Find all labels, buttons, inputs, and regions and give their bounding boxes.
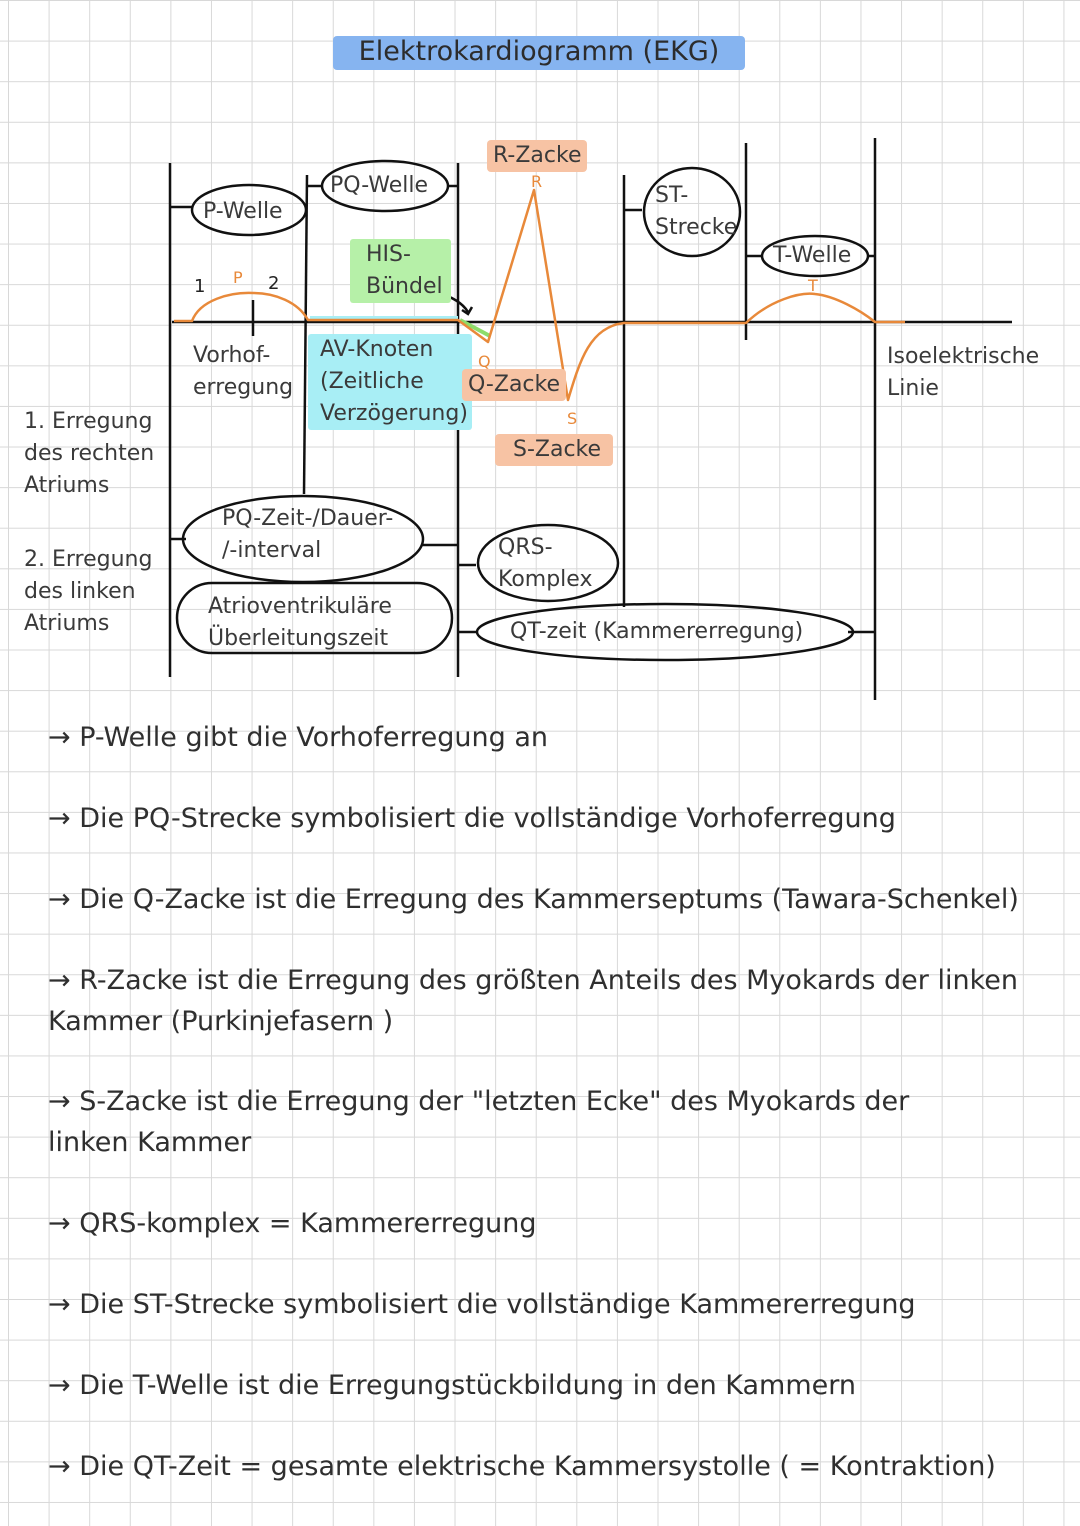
qrs-komplex-ellipse [476,523,620,603]
label-erregung-rechts: 1. Erregung des rechten Atriums [24,409,155,498]
st-strecke-ellipse [642,166,742,258]
t-welle-ellipse [760,234,870,278]
curve-mark-q: Q [478,352,491,371]
segment-lines [168,138,1012,700]
pq-welle-ellipse [320,159,450,213]
note-item: → P-Welle gibt die Vorhoferregung an [48,722,549,753]
label-t-welle: T-Welle [773,243,852,268]
q-highlight [459,318,491,338]
curve-mark-s: S [567,409,578,428]
vertical-line-p-end [302,174,309,495]
label-qrs-komplex: QRS- Komplex [498,535,593,592]
label-isoelektrische-linie: Isoelektrische Linie [887,344,1040,401]
label-av-ueberleitung: Atrioventrikuläre Überleitungszeit [208,594,392,651]
label-q-zacke: Q-Zacke [462,369,567,401]
label-pq-zeit: PQ-Zeit-/Dauer- /-interval [222,506,394,563]
label-erregung-links: 2. Erregung des linken Atriums [24,547,153,636]
note-item: → Die T-Welle ist die Erregungstückbildu… [48,1370,856,1401]
label-r-zacke: R-Zacke [487,140,588,172]
p-welle-ellipse [190,183,308,237]
note-item: → Die ST-Strecke symbolisiert die vollst… [48,1289,916,1320]
note-item: → QRS-komplex = Kammererregung [48,1208,537,1239]
note-item: → R-Zacke ist die Erregung des größten A… [48,965,1018,1037]
label-vorhoferregung: Vorhof- erregung [193,343,294,400]
note-item: → S-Zacke ist die Erregung der "letzten … [48,1086,910,1158]
ecg-diagram [168,138,1012,700]
curve-mark-1: 1 [194,276,206,297]
note-item: → Die Q-Zacke ist die Erregung des Kamme… [48,884,1019,915]
label-pq-welle: PQ-Welle [330,173,429,198]
qt-zeit-ellipse [475,602,855,662]
label-qt-zeit: QT-zeit (Kammererregung) [510,619,804,644]
av-ueberleitung-capsule [175,581,454,655]
curve-mark-r: R [531,172,543,191]
label-his-buendel: HIS- Bündel [350,239,451,303]
his-arrow-head [461,306,474,316]
ecg-curve [174,188,905,402]
page-title: Elektrokardiogramm (EKG) [333,36,745,70]
curve-mark-t: T [808,276,818,295]
note-item: → Die PQ-Strecke symbolisiert die vollst… [48,803,896,834]
curve-mark-p: P [233,268,243,287]
curve-mark-2: 2 [268,273,280,294]
label-p-welle: P-Welle [203,199,283,224]
label-st-strecke: ST- Strecke [655,183,738,240]
label-s-zacke: S-Zacke [495,434,614,466]
label-av-knoten: AV-Knoten (Zeitliche Verzögerung) [308,334,472,430]
note-item: → Die QT-Zeit = gesamte elektrische Kamm… [48,1451,996,1482]
